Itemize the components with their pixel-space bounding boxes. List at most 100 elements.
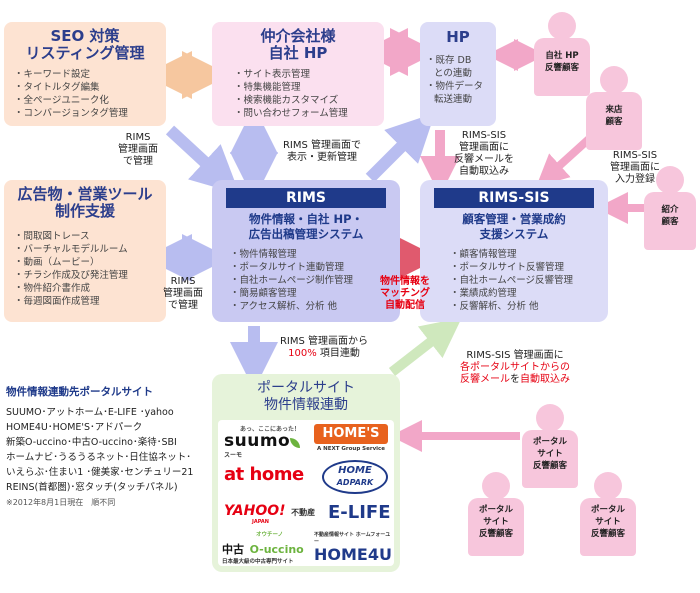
label-line: RIMS-SIS [612,150,658,161]
list-item: 全ページユニーク化 [14,94,166,107]
list-item: 顧客情報管理 [450,248,608,261]
list-item: 間取図トレース [14,230,166,243]
person-label: 自社 HP [545,51,579,61]
list-item: 問い合わせフォーム管理 [234,107,384,120]
label-text: を [510,374,520,385]
portal-title-2: 物件情報連動 [264,397,348,413]
rims-sis-sub-2: 支援システム [479,227,549,241]
homes-word: HOME'S [314,424,388,444]
label-text: 反響メール [460,374,510,385]
portal-list-line: 新築O-uccino･中古O-uccino･楽待･SBI [6,437,177,448]
ad-title-1: 広告物・営業ツール [17,185,153,203]
list-item: タイトルタグ編集 [14,81,166,94]
rims-list: 物件情報管理 ポータルサイト連動管理 自社ホームページ制作管理 簡易顧客管理 ア… [230,248,400,313]
label-line: で管理 [123,156,153,167]
list-item: コンバージョンタグ管理 [14,107,166,120]
list-item: 転送連動 [426,93,496,106]
homes-logo: HOME'S A NEXT Group Service [314,424,388,456]
list-item: ポータルサイト連動管理 [230,261,400,274]
list-item: 業績成約管理 [450,287,608,300]
list-item: 反響解析、分析 他 [450,300,608,313]
adpark-word-2: ADPARK [336,478,374,487]
person-label: サイト [537,449,563,459]
own-hp-customer-icon: 自社 HP 反響顧客 [534,12,590,96]
list-item: 物件データ [426,80,496,93]
adpark-word-1: HOME [338,465,372,476]
portal-list-line: SUUMO･アットホーム･E-LIFE ･yahoo [6,407,174,418]
person-label: サイト [483,517,509,527]
hp-box: HP 既存 DB との連動 物件データ 転送連動 [420,22,496,126]
yahoo-japan: JAPAN [252,519,269,525]
hp-title: HP [446,28,470,46]
visit-customer-icon: 来店顧客 [586,66,642,150]
suumo-kana: スーモ [224,452,243,459]
rims-mgmt-label-top: RIMS 管理画面で 表示・更新管理 [262,140,382,164]
broker-list: サイト表示管理 特集機能管理 検索機能カスタマイズ 問い合わせフォーム管理 [234,68,384,120]
rims-mgmt-label-left: RIMS 管理画面 で管理 [152,276,214,312]
person-label: 反響顧客 [590,529,625,539]
label-text: 自動取込み [520,374,570,385]
sis-input-label: RIMS-SIS 管理画面に 入力登録 [600,150,670,186]
rims-label: RIMS [226,188,386,208]
uccino-logo: オウチーノ 中古 O-uccino 日本最大級の中古専門サイト [222,532,308,565]
suumo-word: suumo [224,431,291,451]
label-line: 表示・更新管理 [287,152,357,163]
rims-sis-list: 顧客情報管理 ポータルサイト反響管理 自社ホームページ反響管理 業績成約管理 反… [450,248,608,313]
portal-link-label: RIMS 管理画面から 100% 項目連動 [262,336,386,360]
rims-mgmt-label-top-left: RIMS 管理画面 で管理 [108,132,168,168]
label-line: RIMS 管理画面で [282,140,362,151]
label-line: 100% 項目連動 [262,348,386,360]
logo-panel: あっ、ここにあった！ suumo スーモ HOME'S A NEXT Group… [218,420,394,566]
label-line: 管理画面 [118,144,158,155]
yahoo-logo: YAHOO! 不動産 JAPAN [224,500,316,525]
list-item: 毎週図面作成管理 [14,295,166,308]
intro-customer-icon: 紹介顧客 [644,166,696,250]
leaf-icon [290,438,300,448]
person-label: ポータル [478,505,513,515]
label-line: 管理画面に [610,162,660,173]
adpark-logo: HOME ADPARK [322,460,388,494]
label-line: RIMS 管理画面から [279,336,369,347]
rims-sis-label: RIMS-SIS [434,188,594,208]
uccino-ruby: オウチーノ [256,532,284,538]
list-item: 物件紹介書作成 [14,282,166,295]
portal-list-line: いえらぶ･住まい1 ･健美家･センチュリー21 [6,467,194,478]
list-item: サイト表示管理 [234,68,384,81]
label-line: RIMS-SIS [461,130,507,141]
label-line: 物件情報を [380,276,430,287]
portal-customer-icon: ポータルサイト反響顧客 [522,404,578,488]
home4u-logo: 不動産情報サイト ホームフォーユー HOME4U [314,532,392,564]
person-label: 反響顧客 [544,63,579,73]
list-item: 検索機能カスタマイズ [234,94,384,107]
label-line: RIMS [125,132,151,143]
broker-title-2: 自社 HP [268,44,328,62]
label-line: 自動取込み [459,166,509,177]
hp-item-continued: との連動 [434,68,472,79]
list-item: チラシ作成及び発注管理 [14,269,166,282]
portal-list-line: HOME4U･HOME'S･アドパーク [6,422,143,433]
seo-title-1: SEO 対策 [50,27,120,45]
homes-sub: A NEXT Group Service [316,446,386,452]
rims-sub-1: 物件情報・自社 HP・ [248,212,364,226]
label-line: RIMS-SIS 管理画面に [466,350,564,361]
list-item: 簡易顧客管理 [230,287,400,300]
portal-box: ポータルサイト 物件情報連動 あっ、ここにあった！ suumo スーモ HOME… [212,374,400,572]
label-line: 入力登録 [615,174,655,185]
portal-list: 物件情報連動先ポータルサイト SUUMO･アットホーム･E-LIFE ･yaho… [6,384,206,508]
list-item: キーワード設定 [14,68,166,81]
label-line: 自動配信 [385,300,425,311]
auto-delivery-label: 物件情報を マッチング 自動配信 [370,276,440,312]
person-label: 来店 [605,105,623,115]
seo-title-2: リスティング管理 [25,44,145,62]
portal-list-heading: 物件情報連動先ポータルサイト [6,386,153,398]
ad-title-2: 制作支援 [54,202,115,220]
home4u-sub: 不動産情報サイト ホームフォーユー [314,532,391,545]
list-item: との連動 [426,67,496,80]
label-text: 項目連動 [316,348,360,359]
suumo-logo: あっ、ここにあった！ suumo スーモ [224,424,306,459]
list-item: アクセス解析、分析 他 [230,300,400,313]
portal-list-line: ホームナビ･うるうるネット･日住協ネット･ [6,452,191,463]
list-item: 自社ホームページ反響管理 [450,274,608,287]
home4u-word: HOME4U [314,545,392,564]
